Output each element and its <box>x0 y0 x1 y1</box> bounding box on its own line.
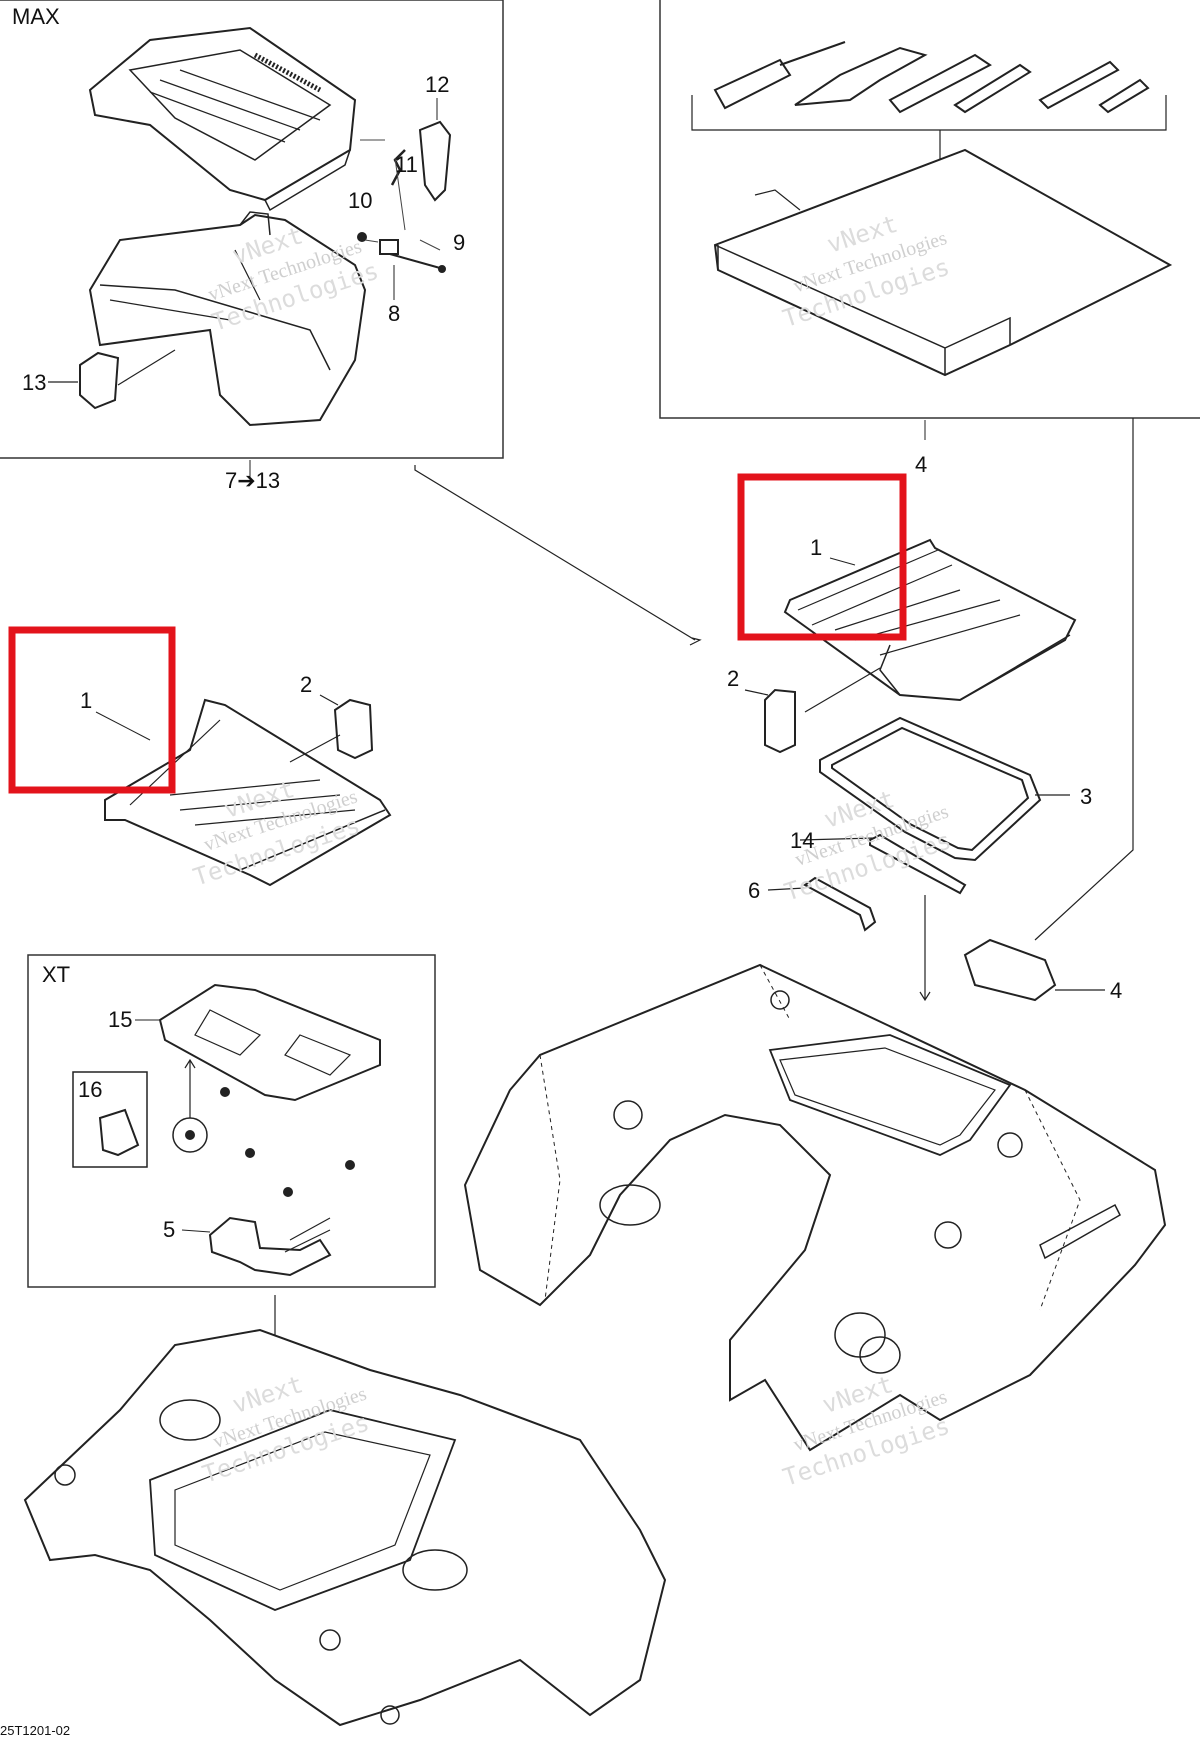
part-2-clip-right <box>744 667 881 754</box>
part-3-gasket <box>819 716 1070 862</box>
callout-4-toolkit: 4 <box>915 452 927 477</box>
part-5-latch <box>208 1216 332 1277</box>
callout-15: 15 <box>108 1007 132 1032</box>
part-6-wrench <box>767 876 877 932</box>
part-1-storage-frame-right <box>783 538 1077 702</box>
callout-16: 16 <box>78 1077 102 1102</box>
callout-3: 3 <box>1080 784 1092 809</box>
callout-9: 9 <box>453 230 465 255</box>
max-storage-lid <box>88 26 357 212</box>
callout-4-pouch: 4 <box>1110 978 1122 1003</box>
callout-14: 14 <box>790 828 814 853</box>
max-frame-label: MAX <box>12 4 60 29</box>
callout-1-right: 1 <box>810 535 822 560</box>
highlight-box-right <box>737 473 907 641</box>
toolkit-bag <box>713 148 1173 377</box>
xt-frame: XT 15 16 5 <box>27 954 436 1347</box>
callout-2-left: 2 <box>300 672 312 697</box>
callout-5: 5 <box>163 1217 175 1242</box>
part-14-strap <box>799 833 967 895</box>
part-15-tray <box>158 983 381 1102</box>
rear-fender-xt <box>23 1328 667 1727</box>
highlight-box-left <box>8 626 176 794</box>
part-13-clip <box>48 349 176 410</box>
callout-1-left: 1 <box>80 688 92 713</box>
part-2-clip-left <box>289 694 374 763</box>
right-storage-assembly: 1 2 3 14 6 4 <box>414 465 1122 1003</box>
part-4-pouch <box>963 938 1105 1002</box>
rear-fender-right <box>463 963 1167 1452</box>
callout-12: 12 <box>425 72 449 97</box>
callout-2-right: 2 <box>727 666 739 691</box>
callout-11: 11 <box>395 152 418 177</box>
max-storage-tray <box>88 211 367 427</box>
left-storage-assembly: 1 2 <box>80 672 392 887</box>
max-frame: MAX <box>0 0 504 493</box>
part-16-clip <box>98 1108 140 1157</box>
callout-8: 8 <box>388 301 400 326</box>
tools-row <box>713 41 1150 114</box>
max-latch-parts <box>357 120 452 273</box>
callout-range-7-13: 7➔13 <box>225 468 280 493</box>
toolkit-frame: 4 <box>659 0 1200 941</box>
callout-10: 10 <box>348 188 372 213</box>
callout-6: 6 <box>748 878 760 903</box>
callout-13: 13 <box>22 370 46 395</box>
xt-frame-label: XT <box>42 962 70 987</box>
drawing-code: 25T1201-02 <box>0 1723 70 1738</box>
